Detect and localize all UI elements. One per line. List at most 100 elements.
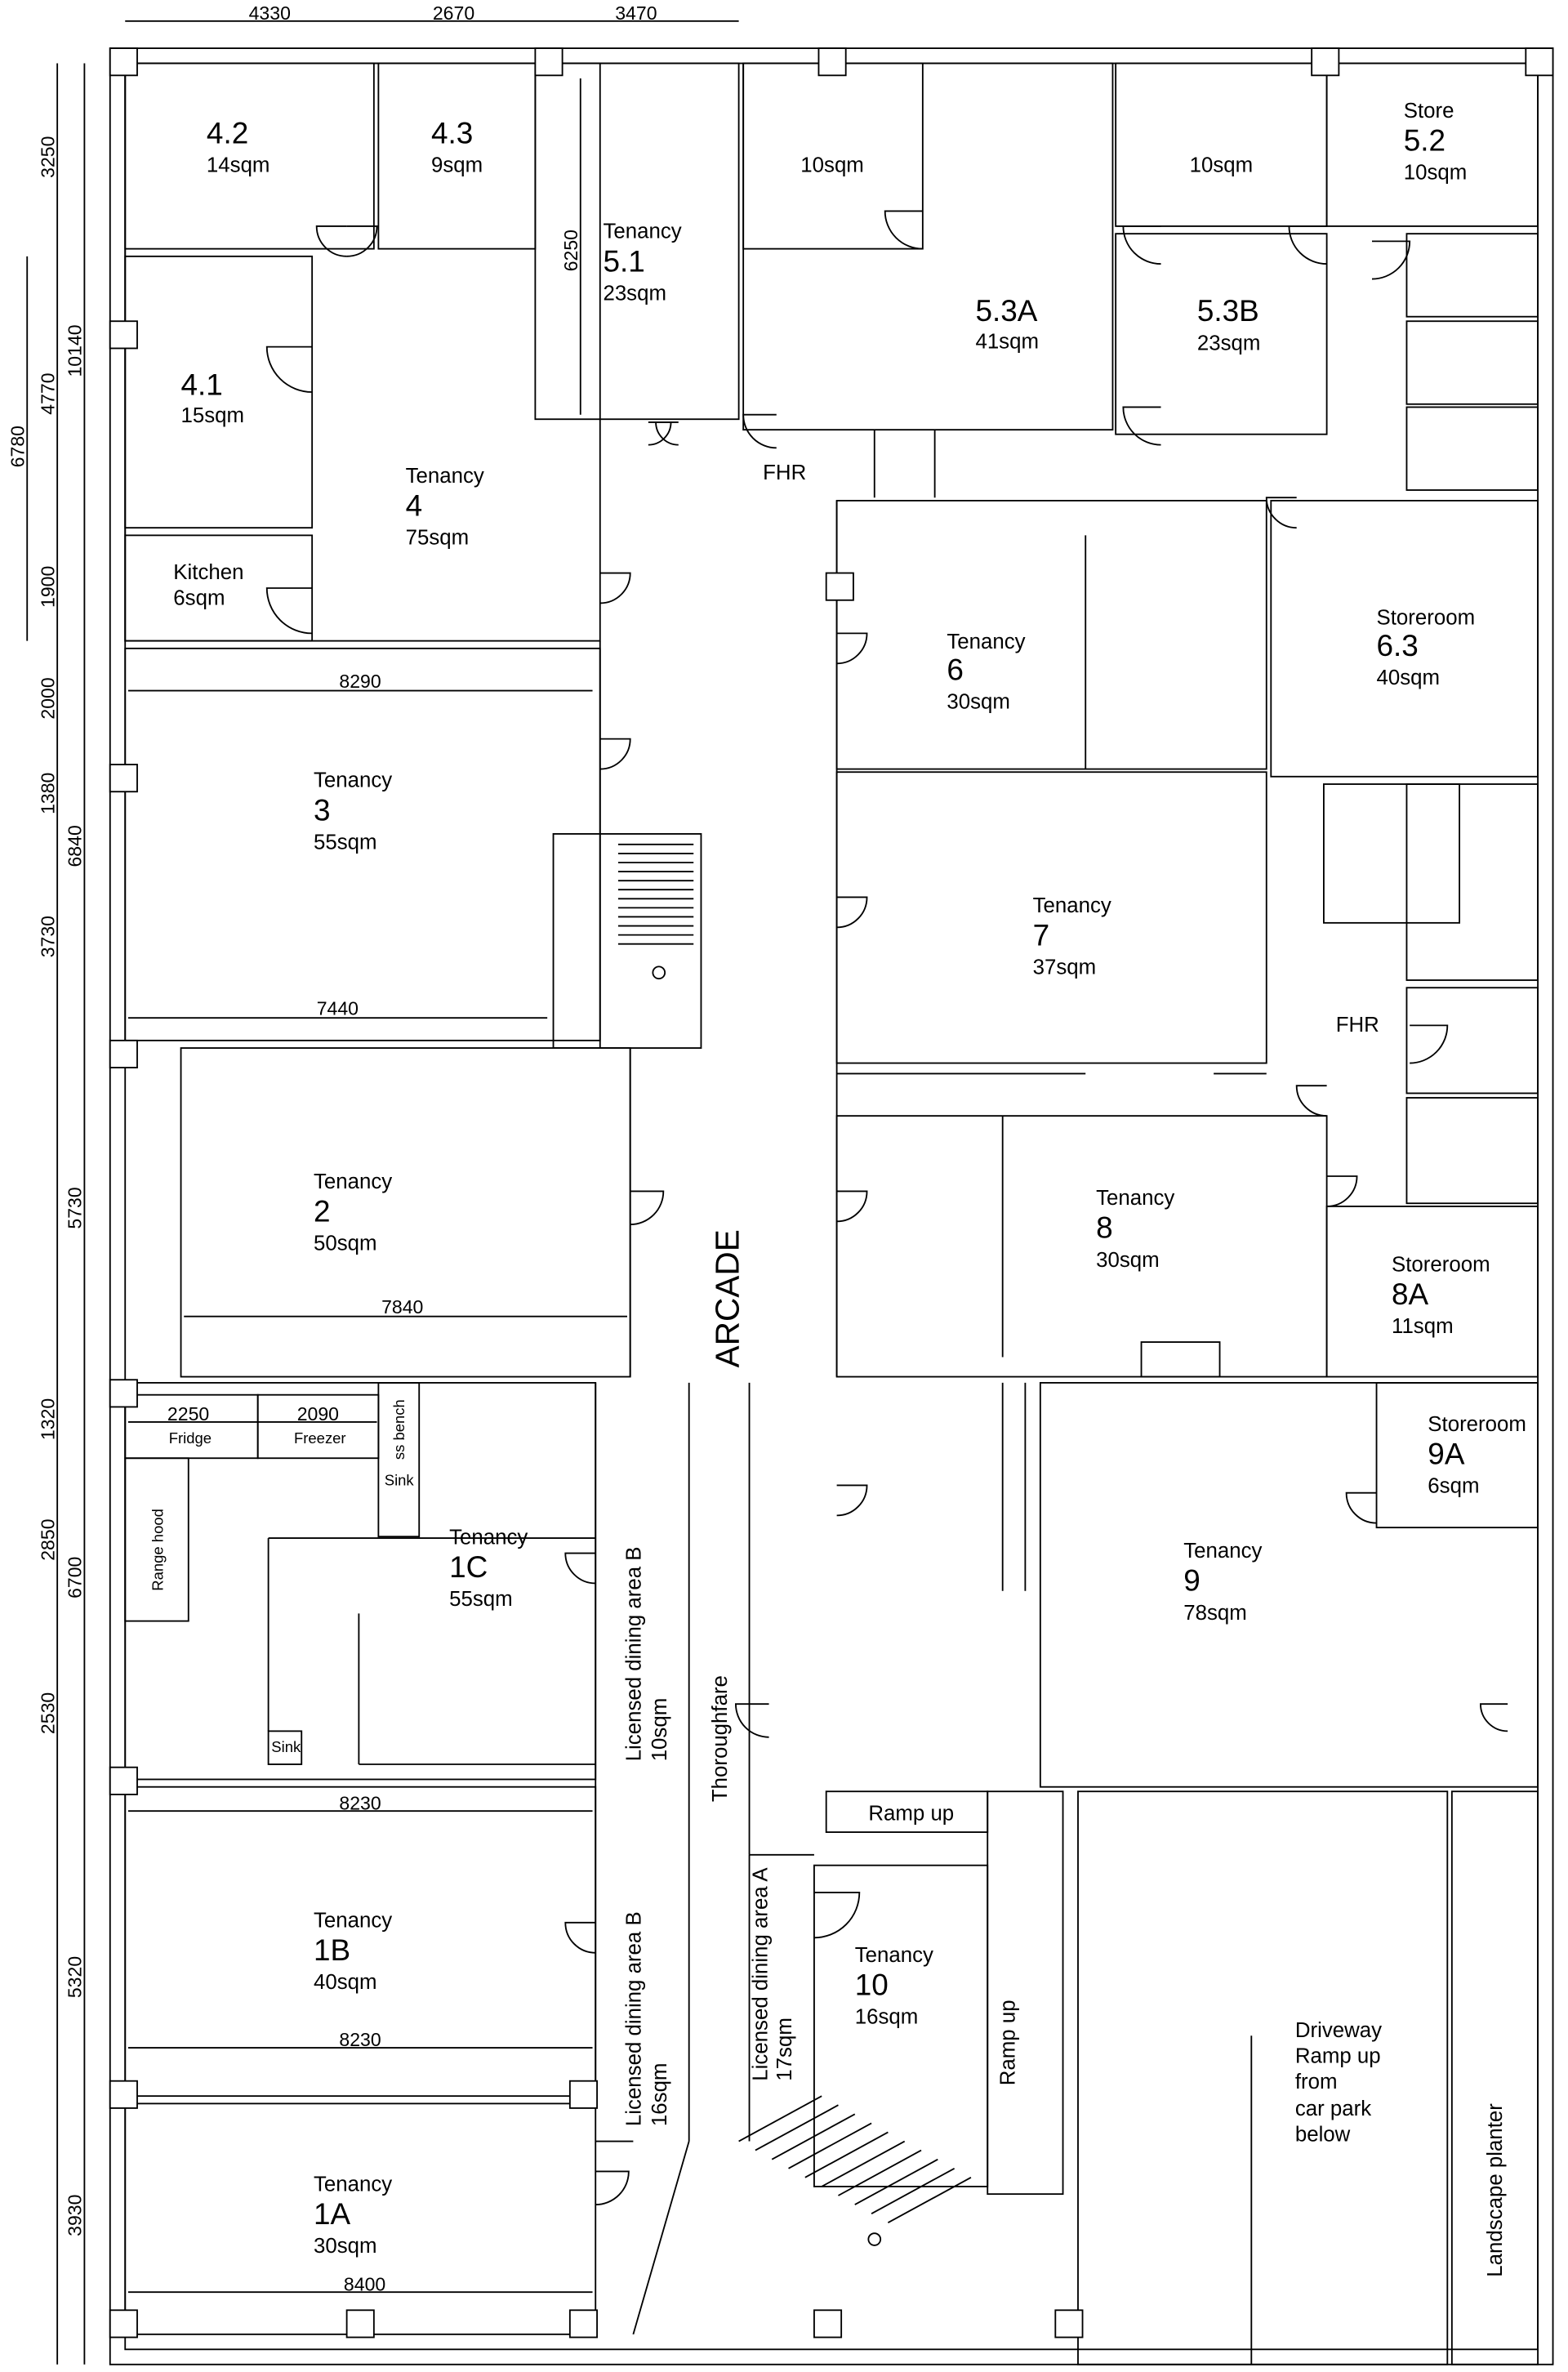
dining-area-b-lower-area: 16sqm xyxy=(648,2063,671,2127)
wall-segment xyxy=(1323,783,1460,924)
wall-segment xyxy=(1140,1341,1221,1378)
wall-segment xyxy=(1325,1206,1539,1378)
room-name: Store xyxy=(1404,100,1454,123)
room-name: Tenancy xyxy=(314,769,392,792)
dim-4330: 4330 xyxy=(249,2,291,24)
room-name: Tenancy xyxy=(314,1170,392,1193)
room-name: Tenancy xyxy=(1096,1187,1174,1210)
room-number: 7 xyxy=(1033,919,1050,952)
room-name: Kitchen xyxy=(173,561,243,584)
stair-tread xyxy=(788,2122,872,2169)
door-swing xyxy=(265,587,313,635)
column xyxy=(109,764,138,793)
room-name: Tenancy xyxy=(1033,894,1111,917)
room-number: 3 xyxy=(314,793,331,827)
stair-tread xyxy=(887,2177,972,2224)
room-4-1: 4.1 15sqm xyxy=(181,368,245,427)
door-swing xyxy=(1410,1024,1449,1064)
stair-marker xyxy=(867,2232,882,2246)
door-swing xyxy=(599,738,631,770)
dim-8230-1b-bottom: 8230 xyxy=(339,2029,381,2050)
room-name: Tenancy xyxy=(855,1944,933,1967)
wall-segment xyxy=(180,1047,631,1378)
wall-segment xyxy=(377,1382,421,1538)
room-number: 9A xyxy=(1428,1438,1465,1471)
room-number: 1A xyxy=(314,2197,351,2231)
door-swing xyxy=(1345,1491,1377,1524)
room-name: Tenancy xyxy=(603,221,681,243)
room-name: Tenancy xyxy=(449,1526,528,1549)
arcade-label: ARCADE xyxy=(709,1229,746,1367)
storeroom-6-3: Storeroom 6.3 40sqm xyxy=(1377,606,1476,689)
room-area: 41sqm xyxy=(975,330,1039,353)
dim-1320: 1320 xyxy=(37,1398,58,1440)
room-name: Storeroom xyxy=(1392,1253,1490,1276)
room-area: 23sqm xyxy=(1197,332,1261,354)
tenancy-7: Tenancy 7 37sqm xyxy=(1033,894,1111,979)
room-number: 9 xyxy=(1183,1564,1200,1598)
wall-segment xyxy=(124,62,601,642)
dim-6780: 6780 xyxy=(7,426,29,467)
dim-8400: 8400 xyxy=(344,2273,385,2294)
wall-segment xyxy=(124,62,1539,2351)
door-swing xyxy=(1479,1703,1508,1732)
stair-tread xyxy=(738,2095,822,2142)
room-name: Tenancy xyxy=(406,465,484,488)
column xyxy=(109,1379,138,1408)
room-area: 30sqm xyxy=(947,691,1010,714)
dining-area-a-area: 17sqm xyxy=(773,2018,796,2081)
room-area: 11sqm xyxy=(1392,1315,1454,1338)
freezer-label: Freezer xyxy=(294,1429,346,1447)
wall-segment xyxy=(1405,1097,1539,1205)
room-number: 6.3 xyxy=(1377,629,1419,662)
room-4-3: 4.3 9sqm xyxy=(431,116,483,176)
room-number: 5.1 xyxy=(603,244,644,278)
door-swing xyxy=(1265,497,1297,529)
wall-line xyxy=(632,2141,690,2335)
room-area: 15sqm xyxy=(181,404,245,427)
stair-tread xyxy=(838,2149,922,2196)
column xyxy=(534,47,564,77)
door-swing xyxy=(564,1552,596,1585)
stair-tread xyxy=(821,2140,906,2187)
door-swing xyxy=(734,1703,769,1738)
wall-segment xyxy=(1115,62,1328,227)
dim-5320: 5320 xyxy=(65,1956,86,1998)
driveway-line: below xyxy=(1295,2124,1351,2147)
column xyxy=(825,572,854,601)
fhr-label-top: FHR xyxy=(763,461,806,484)
dim-2850: 2850 xyxy=(37,1518,58,1560)
driveway-line: from xyxy=(1295,2071,1338,2093)
column xyxy=(1311,47,1340,77)
storeroom-8a: Storeroom 8A 11sqm xyxy=(1392,1253,1490,1338)
wall-segment xyxy=(1405,233,1539,318)
tenancy-5-1: Tenancy 5.1 23sqm xyxy=(603,221,681,305)
tenancy-4: Tenancy 4 75sqm xyxy=(406,465,484,550)
door-swing xyxy=(564,1921,596,1954)
door-swing xyxy=(1295,1085,1327,1117)
room-area: 14sqm xyxy=(207,154,270,176)
dim-2530: 2530 xyxy=(37,1692,58,1734)
wall-segment xyxy=(124,2102,597,2335)
room-labels: 4.2 14sqm 4.3 9sqm 4.1 15sqm Kitchen 6sq… xyxy=(173,100,1526,2258)
stair-tread xyxy=(871,2167,956,2214)
room-10sqm-left: 10sqm xyxy=(800,154,864,176)
left-dimensions: 3250 10140 4770 6780 1900 2000 1380 6840… xyxy=(7,63,86,2365)
column xyxy=(109,2080,138,2109)
dim-2250: 2250 xyxy=(167,1403,209,1425)
sink-label-1c: Sink xyxy=(385,1471,415,1488)
room-number: 5.2 xyxy=(1404,124,1446,158)
wall-segment xyxy=(1405,987,1539,1095)
tenancy-9: Tenancy 9 78sqm xyxy=(1183,1540,1262,1625)
room-area: 30sqm xyxy=(1096,1249,1160,1272)
column xyxy=(813,2309,843,2339)
door-swing xyxy=(599,572,631,604)
wall-segment xyxy=(1077,1790,1449,2365)
landscape-planter-label: Landscape planter xyxy=(1484,2103,1507,2277)
tenancy-3: Tenancy 3 55sqm xyxy=(314,769,392,854)
room-area: 6sqm xyxy=(173,586,225,609)
dim-6700: 6700 xyxy=(65,1557,86,1598)
doors xyxy=(265,210,1508,2205)
room-number: 8A xyxy=(1392,1277,1429,1311)
